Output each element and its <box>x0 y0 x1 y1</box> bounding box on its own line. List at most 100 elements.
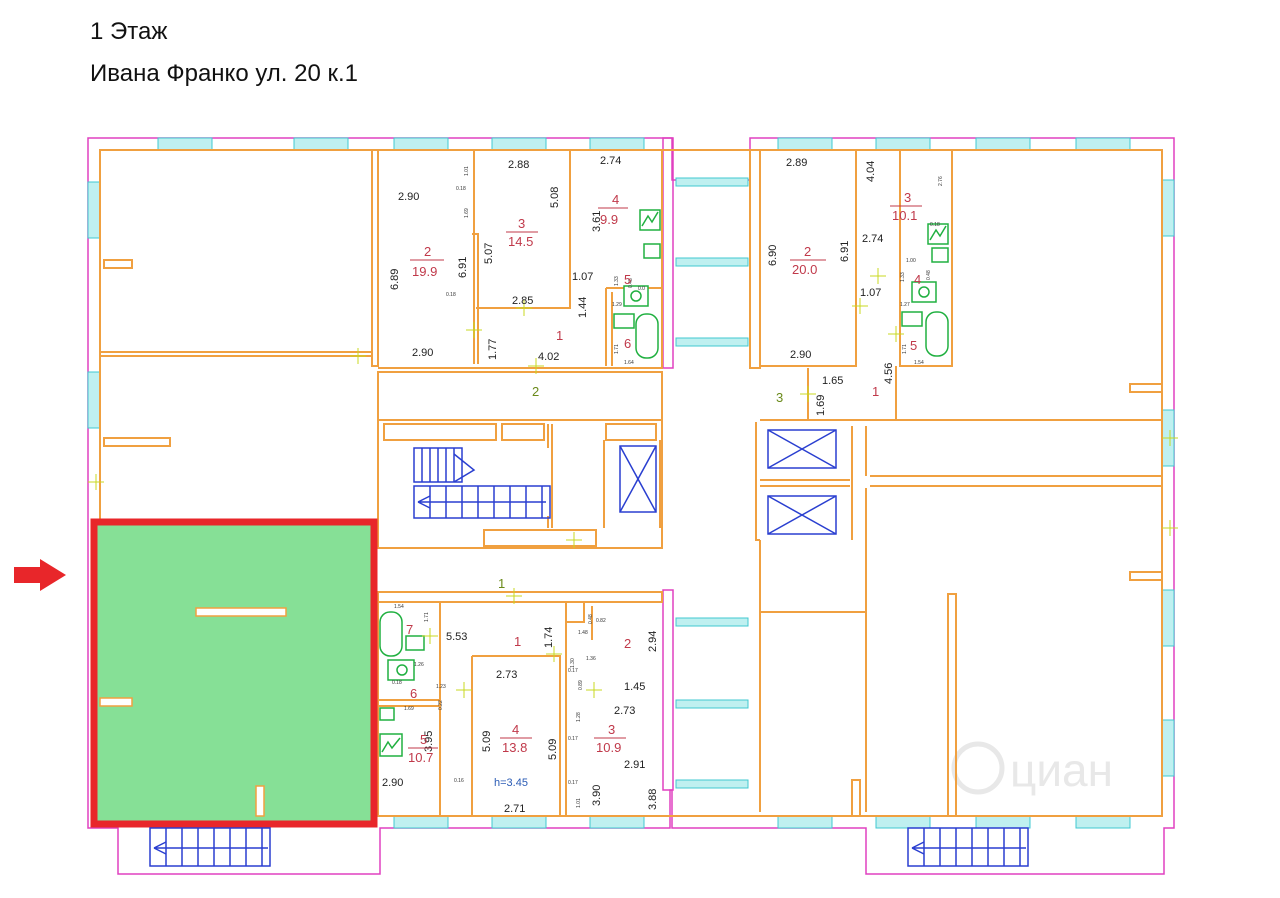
dim-small: 0.22 <box>438 700 444 710</box>
dim-label: 4.56 <box>883 363 895 384</box>
dim-small: 0.82 <box>596 618 606 624</box>
dim-label: 5.08 <box>549 187 561 208</box>
dim-small: 1.71 <box>424 612 430 622</box>
dim-label: 1.65 <box>822 375 843 387</box>
stairs-central <box>413 447 551 519</box>
dim-small: 0.18 <box>446 292 456 298</box>
dim-label: 6.91 <box>457 257 469 278</box>
dim-small: 1.28 <box>576 712 582 722</box>
dim-label: 2.74 <box>600 155 621 167</box>
sanitary-fixtures <box>379 209 949 757</box>
dim-small: 0.18 <box>456 186 466 192</box>
dim-label: 6.91 <box>839 241 851 262</box>
corridor-number: 3 <box>776 390 783 405</box>
room-area: 10.9 <box>596 740 621 755</box>
room-number: 1 <box>556 328 563 343</box>
dim-small: 1.54 <box>394 604 404 610</box>
left-bottom-unit: 1 5.53 2.73 1.45 2.73 2.91 2.90 2.71 1.7… <box>382 576 659 815</box>
room-number: 3 <box>904 190 911 205</box>
dim-label: 2.90 <box>398 191 419 203</box>
room-number: 1 <box>872 384 879 399</box>
room-area: 9.9 <box>600 212 618 227</box>
dim-small: 0.17 <box>568 668 578 674</box>
dim-small: 1.36 <box>586 656 596 662</box>
dim-small: 1.71 <box>614 344 620 354</box>
dim-label: 2.71 <box>504 803 525 815</box>
room-area: 14.5 <box>508 234 533 249</box>
dim-small: 1.71 <box>902 344 908 354</box>
dim-label: 1.69 <box>815 395 827 416</box>
room-number: 5 <box>624 272 631 287</box>
room-number: 2 <box>624 636 631 651</box>
left-top-unit: 2.90 2.90 2.88 2.74 2.85 1.07 4.02 5.08 … <box>389 155 645 399</box>
dim-label: 6.89 <box>389 269 401 290</box>
elevators <box>619 429 837 535</box>
right-top-unit: 2.89 2.90 2.74 1.07 1.65 4.04 6.90 6.91 … <box>767 157 944 416</box>
dim-small: 1.69 <box>404 706 414 712</box>
corridor-number: 1 <box>498 576 505 591</box>
dim-label: 3.61 <box>591 211 603 232</box>
dim-label: 1.45 <box>624 681 645 693</box>
stairs-left-entrance <box>149 827 271 867</box>
room-number: 6 <box>624 336 631 351</box>
room-number: 3 <box>518 216 525 231</box>
dim-small: 1.00 <box>906 258 916 264</box>
stairs-right-entrance <box>907 827 1029 867</box>
dim-small: 1.54 <box>914 360 924 366</box>
dim-small: 1.33 <box>900 272 906 282</box>
room-area: 20.0 <box>792 262 817 277</box>
dim-label: 3.88 <box>647 789 659 810</box>
dim-small: 1.30 <box>570 658 576 668</box>
room-number: 4 <box>612 192 619 207</box>
address-subtitle: Ивана Франко ул. 20 к.1 <box>90 60 359 87</box>
room-area: 10.7 <box>408 750 433 765</box>
dim-small: 1.01 <box>576 798 582 808</box>
dim-label: 5.07 <box>483 243 495 264</box>
ceiling-height-note: h=3.45 <box>494 777 528 789</box>
floor-title: 1 Этаж <box>90 18 168 45</box>
dim-small: 0.89 <box>578 680 584 690</box>
dim-label: 5.09 <box>547 739 559 760</box>
dim-small: 0.0 <box>638 286 645 292</box>
dim-small: 1.33 <box>614 276 620 286</box>
dim-label: 2.73 <box>496 669 517 681</box>
room-number: 2 <box>424 244 431 259</box>
dim-small: 1.01 <box>464 166 470 176</box>
dim-label: 3.90 <box>591 785 603 806</box>
room-number: 5 <box>420 732 427 747</box>
dim-label: 1.74 <box>543 627 555 648</box>
door-markers <box>88 268 1178 698</box>
dim-small: 1.48 <box>578 630 588 636</box>
dim-small: 1.23 <box>436 684 446 690</box>
room-number: 7 <box>406 622 413 637</box>
dim-label: 1.07 <box>860 287 881 299</box>
dim-small: 1.69 <box>464 208 470 218</box>
dim-small: 0.48 <box>926 270 932 280</box>
dim-small: 0.18 <box>930 222 940 228</box>
dim-small: 1.26 <box>414 662 424 668</box>
room-number: 3 <box>608 722 615 737</box>
dim-label: 5.09 <box>481 731 493 752</box>
room-number: 1 <box>514 634 521 649</box>
dim-label: 2.74 <box>862 233 883 245</box>
watermark: циан <box>951 741 1113 796</box>
dim-small: 0.17 <box>568 780 578 786</box>
dim-label: 5.53 <box>446 631 467 643</box>
dim-label: 1.77 <box>487 339 499 360</box>
dim-small: 1.64 <box>624 360 634 366</box>
dim-label: 2.91 <box>624 759 645 771</box>
dim-label: 2.90 <box>790 349 811 361</box>
watermark-text: циан <box>1010 744 1113 796</box>
dim-label: 1.44 <box>577 297 589 318</box>
dim-label: 6.90 <box>767 245 779 266</box>
room-area: 10.1 <box>892 208 917 223</box>
dim-small: 2.76 <box>938 176 944 186</box>
dim-label: 4.04 <box>865 161 877 182</box>
highlighted-unit[interactable] <box>90 518 378 828</box>
room-number: 4 <box>512 722 519 737</box>
dim-small: 0.18 <box>392 680 402 686</box>
dim-label: 1.07 <box>572 271 593 283</box>
room-number: 5 <box>910 338 917 353</box>
dim-label: 2.85 <box>512 295 533 307</box>
